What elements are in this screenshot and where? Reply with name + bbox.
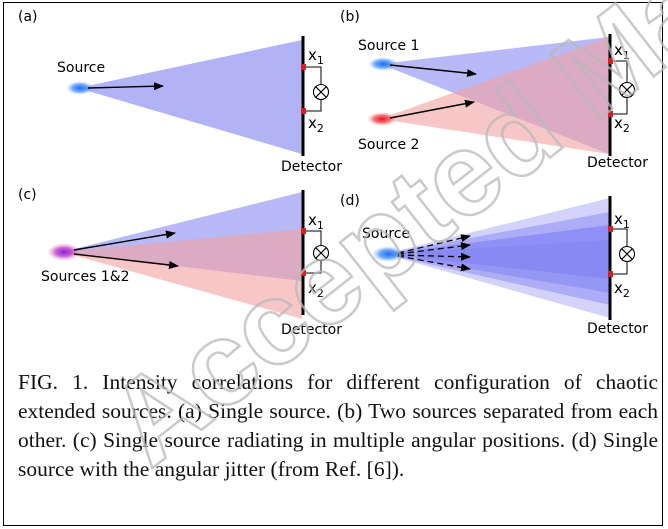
- panel-b: (b) Source 1 Source 2 x1 x2 Detector: [340, 9, 648, 171]
- panel-c-pixel-x2: [301, 270, 306, 276]
- panel-d-correlator-wire: [613, 228, 628, 275]
- panel-a-correlator-wire: [306, 66, 322, 112]
- panel-c-source-label: Sources 1&2: [41, 269, 130, 285]
- panel-a: (a) Source x1 x2 Detector: [18, 9, 342, 175]
- panel-d-beam-2: [384, 212, 610, 293]
- panel-b-source1-glow: [368, 57, 398, 71]
- figure-caption-text: FIG. 1. Intensity correlations for diffe…: [18, 370, 658, 481]
- panel-c-correlator-icon: [312, 244, 330, 262]
- panel-b-arrow-source1: [389, 64, 477, 78]
- panel-d-pixel-x2: [608, 271, 613, 277]
- panel-b-pixel-x1: [608, 58, 613, 64]
- panel-d-jitter-arrows: [397, 234, 471, 272]
- panel-a-detector-label: Detector: [281, 159, 342, 175]
- panel-a-correlator-icon: [312, 83, 330, 101]
- panel-a-arrow: [87, 82, 164, 91]
- panel-a-label: (a): [18, 9, 38, 25]
- panel-a-source-glow: [66, 81, 94, 95]
- panel-a-source-label: Source: [57, 60, 105, 76]
- panel-a-beam: [78, 40, 302, 154]
- panel-a-pixel-x2: [301, 108, 306, 114]
- panel-b-pixel-x2: [608, 111, 613, 117]
- panel-c-beam-lower: [62, 229, 302, 319]
- panel-b-source2-label: Source 2: [358, 137, 419, 153]
- panel-c-arrow-lower: [73, 253, 179, 269]
- panel-c-source-glow: [47, 243, 81, 261]
- panel-b-x1-label: x1: [614, 41, 630, 62]
- panel-c-label: (c): [18, 187, 37, 203]
- panel-a-x1-label: x1: [308, 46, 324, 67]
- panel-d-beam-3: [384, 225, 610, 305]
- panel-c-x1-label: x1: [308, 211, 324, 232]
- panel-d-correlator-icon: [618, 245, 636, 263]
- panel-c-x2-label: x2: [308, 279, 324, 300]
- figure-caption: FIG. 1. Intensity correlations for diffe…: [18, 368, 658, 484]
- panel-c-arrow-upper: [73, 230, 176, 251]
- panel-b-source2-glow: [367, 112, 397, 126]
- panel-b-label: (b): [340, 9, 360, 25]
- panel-d: (d) Source x1 x2 Detector: [340, 193, 648, 337]
- panel-c-correlator-wire: [306, 230, 322, 274]
- panel-a-pixel-x1: [301, 64, 306, 70]
- panel-b-detector-label: Detector: [587, 155, 648, 171]
- panel-c-detector-label: Detector: [281, 322, 342, 338]
- panel-d-beam-1: [384, 198, 610, 279]
- panel-b-correlator-icon: [618, 81, 636, 99]
- panel-a-x2-label: x2: [308, 114, 324, 135]
- panel-d-beam-4: [384, 240, 610, 318]
- panel-b-x2-label: x2: [614, 114, 630, 135]
- panel-b-arrow-source2: [389, 99, 475, 119]
- panel-d-x2-label: x2: [614, 279, 630, 300]
- panel-c-pixel-x1: [301, 228, 306, 234]
- panel-c: (c) Sources 1&2 x1 x2 Detector: [18, 187, 342, 338]
- panel-b-correlator-wire: [613, 60, 628, 115]
- panel-d-label: (d): [340, 193, 360, 209]
- panel-b-source1-label: Source 1: [358, 38, 419, 54]
- panel-d-x1-label: x1: [614, 210, 630, 231]
- panel-d-pixel-x1: [608, 226, 613, 232]
- panel-d-source-glow: [372, 246, 404, 262]
- panel-d-source-label: Source: [362, 226, 410, 242]
- panel-b-beam-source2: [380, 37, 609, 154]
- panel-d-detector-label: Detector: [587, 321, 648, 337]
